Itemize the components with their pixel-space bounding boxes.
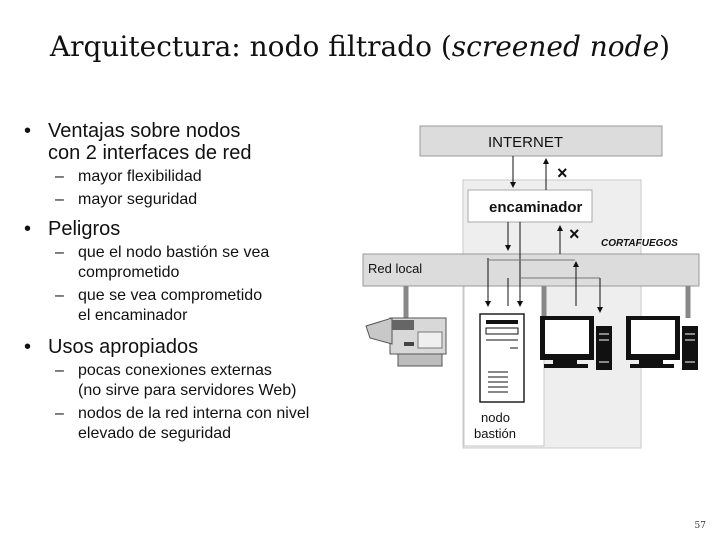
internet-bar: [419, 125, 663, 157]
dash: –: [55, 191, 64, 208]
router-box: [467, 189, 593, 223]
sub-bullet: – pocas conexiones externas (no sirve pa…: [22, 361, 362, 401]
dash: –: [55, 168, 64, 185]
bullet-usos: Usos apropiados: [22, 336, 362, 358]
title-end: ): [659, 30, 671, 63]
sub-bullet: – nodos de la red interna con nivel elev…: [22, 404, 362, 444]
sub-bullet-text: nodos de la red interna con nivel: [78, 405, 310, 422]
sub-bullet: –mayor seguridad: [22, 190, 362, 210]
bullet-list: Ventajas sobre nodos con 2 interfaces de…: [22, 118, 362, 444]
lan-bar: [362, 253, 700, 287]
page-number: 57: [694, 521, 706, 531]
lan-label: Red local: [368, 261, 422, 276]
bullet-ventajas-line2: con 2 interfaces de red: [48, 142, 252, 164]
bastion-label-line2: bastión: [474, 426, 516, 441]
workstation-icon: [626, 316, 698, 370]
sub-bullet-text: el encaminador: [78, 307, 188, 324]
dash: –: [55, 244, 64, 261]
sub-bullet-text: mayor seguridad: [78, 191, 198, 208]
slide-title: Arquitectura: nodo filtrado (screened no…: [0, 30, 720, 63]
bullet-peligros-label: Peligros: [48, 218, 121, 240]
title-text: Arquitectura: nodo filtrado (: [49, 30, 452, 63]
router-label: encaminador: [489, 199, 583, 216]
sub-bullet-text: elevado de seguridad: [78, 425, 232, 442]
dash: –: [55, 362, 64, 379]
bullet-ventajas: Ventajas sobre nodos con 2 interfaces de…: [22, 120, 362, 164]
internet-label: INTERNET: [488, 134, 563, 151]
firewall-label: CORTAFUEGOS: [601, 238, 678, 249]
sub-bullet-text: pocas conexiones externas: [78, 362, 272, 379]
sub-bullet-text: mayor flexibilidad: [78, 168, 202, 185]
sub-bullet-text: que el nodo bastión se vea: [78, 244, 270, 261]
bastion-enclosure: [463, 285, 545, 447]
server-tower-icon: [479, 313, 525, 403]
bullet-usos-label: Usos apropiados: [48, 336, 199, 358]
dash: –: [55, 287, 64, 304]
bullet-peligros: Peligros: [22, 218, 362, 240]
title-italic: screened node: [451, 30, 660, 63]
blocked-mark-icon: ×: [569, 224, 580, 244]
bullet-ventajas-line1: Ventajas sobre nodos: [48, 120, 241, 142]
firewall-zone: [462, 179, 642, 449]
sub-bullet-text: (no sirve para servidores Web): [78, 382, 297, 399]
sub-bullet-text: comprometido: [78, 264, 180, 281]
sub-bullet-text: que se vea comprometido: [78, 287, 263, 304]
sub-bullet: – que se vea comprometido el encaminador: [22, 286, 362, 326]
workstation-icon: [540, 316, 612, 370]
sub-bullet: – que el nodo bastión se vea comprometid…: [22, 243, 362, 283]
sub-bullet: –mayor flexibilidad: [22, 167, 362, 187]
bastion-label-line1: nodo: [481, 410, 510, 425]
dash: –: [55, 405, 64, 422]
printer-icon: [365, 317, 447, 367]
blocked-mark-icon: ×: [557, 163, 568, 183]
